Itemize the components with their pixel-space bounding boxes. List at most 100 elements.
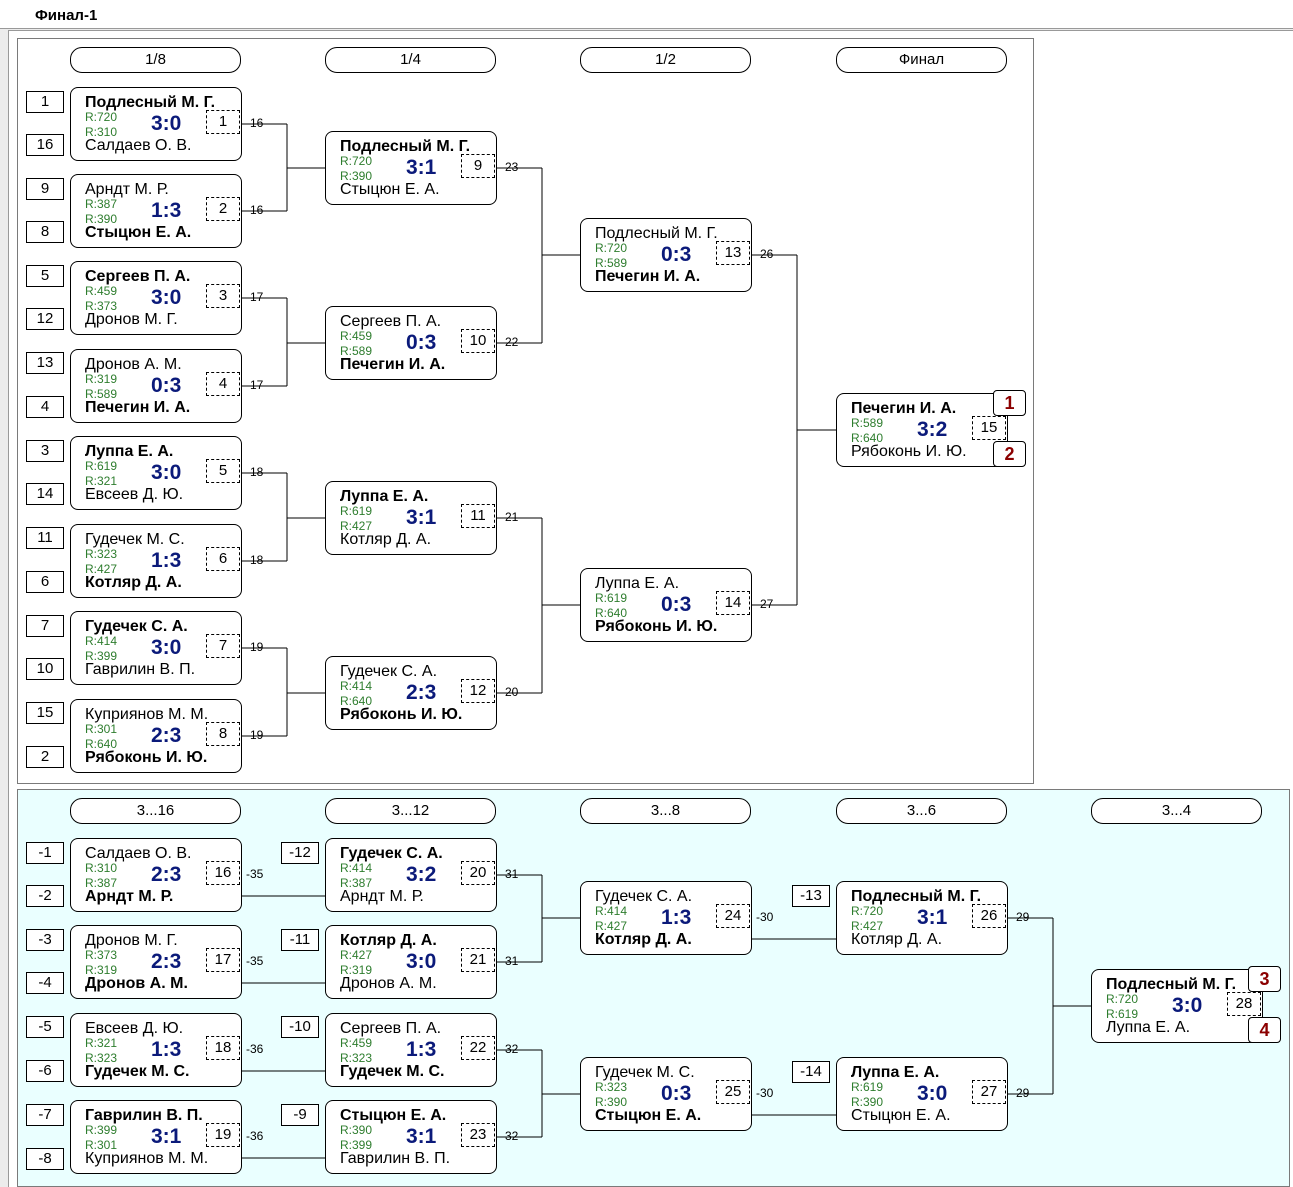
match-number: 5 — [206, 459, 240, 483]
rating-top: R:387 — [85, 197, 118, 211]
player-bottom: Рябоконь И. Ю. — [340, 706, 463, 723]
rating-top: R:619 — [85, 459, 118, 473]
player-top: Салдаев О. В. — [85, 845, 192, 862]
player-top: Гудечек С. А. — [340, 845, 443, 862]
rating-top: R:310 — [85, 861, 118, 875]
player-bottom: Стыцюн Е. А. — [851, 1107, 951, 1124]
match-score: 3:1 — [406, 506, 437, 529]
player-bottom: Луппа Е. А. — [1106, 1019, 1191, 1036]
seed-box: 11 — [26, 527, 64, 549]
rating-bottom: R:321 — [85, 474, 118, 488]
player-top: Подлесный М. Г. — [851, 888, 982, 905]
player-top: Куприянов М. М. — [85, 706, 209, 723]
player-top: Подлесный М. Г. — [1106, 976, 1237, 993]
rating-bottom: R:387 — [340, 876, 373, 890]
loser-destination: -17 — [246, 378, 264, 392]
rating-bottom: R:589 — [340, 344, 373, 358]
rating-top: R:321 — [85, 1036, 118, 1050]
loser-destination: -19 — [246, 640, 264, 654]
loser-destination: -35 — [246, 954, 264, 968]
loser-destination: -32 — [501, 1042, 519, 1056]
rating-bottom: R:323 — [340, 1051, 373, 1065]
match-number: 22 — [461, 1036, 495, 1060]
match-score: 3:0 — [151, 286, 182, 309]
rating-top: R:414 — [340, 679, 373, 693]
rating-top: R:373 — [85, 948, 118, 962]
rating-bottom: R:427 — [595, 919, 628, 933]
loser-destination: -27 — [756, 597, 774, 611]
loser-destination: -29 — [1012, 910, 1030, 924]
match-number: 14 — [716, 591, 750, 615]
seed-box: 15 — [26, 702, 64, 724]
loser-destination: -30 — [756, 1086, 774, 1100]
player-top: Гудечек С. А. — [340, 663, 438, 680]
loser-destination: -26 — [756, 247, 774, 261]
player-bottom: Котляр Д. А. — [85, 574, 182, 591]
loser-destination: -19 — [246, 728, 264, 742]
seed-box: -2 — [26, 885, 64, 907]
match-score: 3:0 — [406, 950, 437, 973]
rating-top: R:323 — [595, 1080, 628, 1094]
seed-box: 14 — [26, 483, 64, 505]
rating-top: R:619 — [851, 1080, 884, 1094]
rating-bottom: R:390 — [851, 1095, 884, 1109]
player-bottom: Дронов М. Г. — [85, 311, 178, 328]
match-score: 0:3 — [661, 1082, 692, 1105]
player-bottom: Рябоконь И. Ю. — [851, 443, 967, 460]
rating-bottom: R:427 — [340, 519, 373, 533]
match-number: 28 — [1227, 992, 1261, 1016]
match-score: 3:2 — [917, 418, 948, 441]
player-top: Гудечек М. С. — [85, 531, 185, 548]
rating-bottom: R:640 — [851, 431, 884, 445]
loser-destination: -16 — [246, 116, 264, 130]
player-bottom: Стыцюн Е. А. — [85, 224, 192, 241]
player-bottom: Котляр Д. А. — [851, 931, 943, 948]
player-bottom: Салдаев О. В. — [85, 137, 192, 154]
loser-destination: -18 — [246, 553, 264, 567]
loser-destination: -20 — [501, 685, 519, 699]
match-number: 25 — [716, 1080, 750, 1104]
match-score: 2:3 — [151, 950, 182, 973]
rating-top: R:720 — [85, 110, 118, 124]
rating-top: R:720 — [340, 154, 373, 168]
match-number: 19 — [206, 1123, 240, 1147]
seed-box: -3 — [26, 929, 64, 951]
rating-top: R:459 — [85, 284, 118, 298]
seed-box: -11 — [281, 929, 319, 951]
rating-bottom: R:427 — [85, 562, 118, 576]
match-number: 1 — [206, 110, 240, 134]
player-bottom: Котляр Д. А. — [340, 531, 432, 548]
loser-destination: -35 — [246, 867, 264, 881]
rating-top: R:619 — [340, 504, 373, 518]
match-number: 9 — [461, 154, 495, 178]
rating-top: R:427 — [340, 948, 373, 962]
